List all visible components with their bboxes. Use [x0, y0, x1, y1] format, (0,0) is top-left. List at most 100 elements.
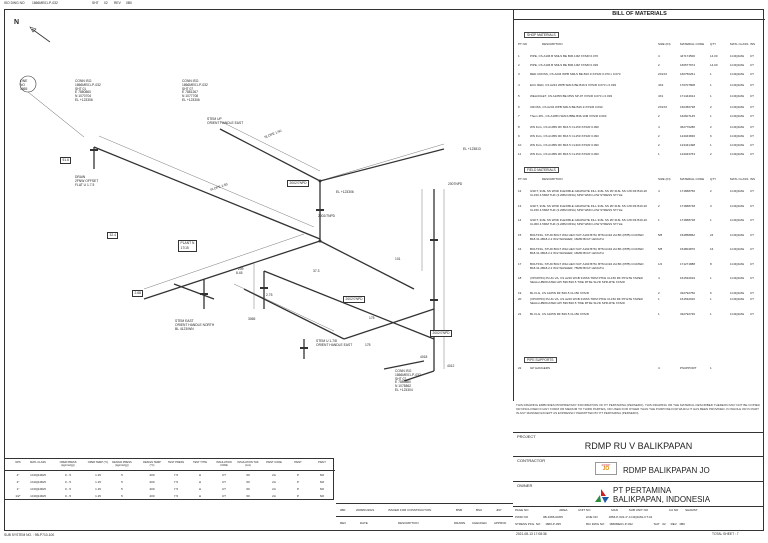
conn-iso-bottom: CONN ISO. 1866ME01-P-032 SHT 07 E 788086…: [395, 369, 421, 392]
bom-cell-k: 1C0Q1MH: [730, 276, 745, 280]
design-cell: 7.5: [173, 473, 179, 477]
bom-cell-u: CT: [750, 54, 754, 58]
bom-cell-n: 5: [518, 94, 520, 98]
tag-h: 3065: [248, 317, 256, 321]
pertamina-logo-icon: [595, 489, 609, 503]
sht-value: 02: [104, 1, 108, 5]
ids-row-1: PAGE NO AREA UNIT NO MAN SUB UNIT NO CA …: [515, 508, 698, 512]
bom-cell-s: 4: [658, 276, 660, 280]
bom-cell-n: 17: [518, 261, 522, 266]
tag-m: 4012: [447, 364, 455, 368]
supports-section-label: PIPE SUPPORTS: [524, 357, 557, 363]
bom-cell-d: GSKT, 316L SS WND FLEXIBLE GRAPHITE FILL…: [530, 203, 647, 212]
design-header-cell: MATL CLASS: [30, 461, 46, 464]
bom-cell-d: CROSS, CS A234 WPB SMLS BE B16.9 XXS/R 0…: [530, 105, 603, 109]
sht-label: SHT: [92, 1, 99, 5]
bom-cell-u: CT: [750, 94, 754, 98]
shop-section-label: SHOP MATERIALS: [524, 32, 559, 38]
bom-cell-s: 4X2: [658, 83, 664, 87]
design-cell: P: [296, 494, 299, 498]
tag-f: 2.75: [266, 293, 273, 297]
bom-cell-s: 2X2X2: [658, 72, 668, 76]
bom-cell-n: 9: [518, 134, 520, 138]
design-cell: P: [296, 473, 299, 477]
bom-cell-q: 6: [710, 134, 712, 138]
iso-dwg-value: 1866ME01-P-032: [32, 1, 58, 5]
bom-cell-k: 1C0Q1MH: [730, 63, 745, 67]
bom-cell-c: 160456738: [680, 105, 696, 109]
bom-header-row: PT NO DESCRIPTION SIZE (IN) MATERIAL COD…: [518, 42, 756, 46]
bom-cell-s: 1: [658, 218, 660, 222]
project-label: PROJECT: [517, 434, 536, 439]
design-cell: 60: [246, 494, 250, 498]
bom-cell-q: 8: [710, 261, 712, 266]
conn-iso-left: CONN ISO. 1866ME01-P-032 SHT 01 E 788086…: [75, 79, 101, 102]
bom-cell-d: BL FLG, CS A105N RF B16.5 CL150 XXS/R: [530, 311, 589, 316]
bom-cell-u: CT: [750, 114, 754, 118]
bom-cell-k: 1C0Q1MH: [730, 203, 745, 208]
bom-cell-c: 171271888: [680, 261, 696, 266]
bom-cell-q: 14.00: [710, 63, 718, 67]
contractor-label: CONTRACTOR: [517, 458, 546, 463]
bom-cell-s: 4: [658, 366, 660, 370]
conn-iso-mid: CONN ISO. 1866ME01-P-032 SHT 07 E 788126…: [182, 79, 208, 102]
bom-cell-s: 4: [658, 189, 660, 193]
design-cell: CT: [222, 487, 226, 491]
bom-cell-c: 170707808: [680, 83, 696, 87]
bom-cell-s: 2: [658, 143, 660, 147]
bom-cell-d: WELDOLET, CS A105N BE MSS SP-97 XXS/R 0.…: [530, 94, 613, 98]
design-cell: 7.5: [173, 480, 179, 484]
stem-east-label: STEM EAST ORIENT HANDLE NORTH BL 4123/WN: [175, 319, 215, 331]
design-header-cell: PAINT: [294, 461, 302, 464]
bom-cell-q: 16: [710, 247, 714, 251]
bom-cell-q: 1: [710, 276, 712, 280]
design-cell: 1": [16, 487, 20, 491]
bom-cell-u: CT: [750, 134, 754, 138]
bom-cell-s: 2: [658, 63, 660, 67]
design-cell: 2A: [272, 494, 276, 498]
bom-cell-k: 1C0Q1MH: [730, 125, 745, 129]
rev-header-row: REV DATE DESCRIPTION DRAWN CHECKED APPRV…: [340, 521, 507, 525]
bom-cell-u: CT: [750, 152, 754, 156]
owner-line1: PT PERTAMINA: [613, 486, 672, 495]
tag-k: 175: [365, 343, 371, 347]
bom-cell-s: 1/2: [658, 261, 663, 266]
bom-cell-u: CT: [750, 218, 754, 222]
bom-cell-n: 10: [518, 143, 522, 147]
design-cell: 1C0Q1MH5: [30, 487, 46, 491]
bom-title: BILL OF MATERIALS: [514, 9, 765, 20]
design-cell: 200: [149, 473, 155, 477]
drawing-frame: [4, 9, 764, 531]
design-cell: NO: [319, 494, 325, 498]
design-cell: 200: [149, 487, 155, 491]
bom-cell-u: CT: [750, 63, 754, 67]
bom-cell-n: 20: [518, 297, 522, 301]
bom-cell-c: 154858862: [680, 232, 696, 237]
bom-cell-k: 1C0Q1MH: [730, 72, 745, 76]
bom-cell-u: CT: [750, 203, 754, 208]
dim-box-3: 2002/7NPD: [430, 330, 453, 337]
stem-up-label: STEM UP ORIENT HANDLE EAST: [207, 117, 244, 125]
bom-cell-k: 1C0Q1MH: [730, 83, 745, 87]
bom-cell-c: 447174500: [680, 54, 696, 58]
bom-cell-u: CT: [750, 105, 754, 109]
bom-cell-s: 1: [658, 311, 660, 316]
bom-cell-d: GP HANGERS: [530, 366, 550, 370]
owner-label: OWNER: [517, 483, 533, 488]
offset-label: DRAIN 2FNW OFFSET FLAT U 1.7.5: [75, 175, 99, 187]
bom-cell-n: 1: [518, 54, 520, 58]
bom-cell-k: 1C0Q1MH: [730, 218, 745, 222]
bom-cell-u: CT: [750, 261, 754, 266]
project-block: PROJECT RDMP RU V BALIKPAPAN: [513, 432, 764, 456]
design-cell: H: [198, 494, 202, 498]
